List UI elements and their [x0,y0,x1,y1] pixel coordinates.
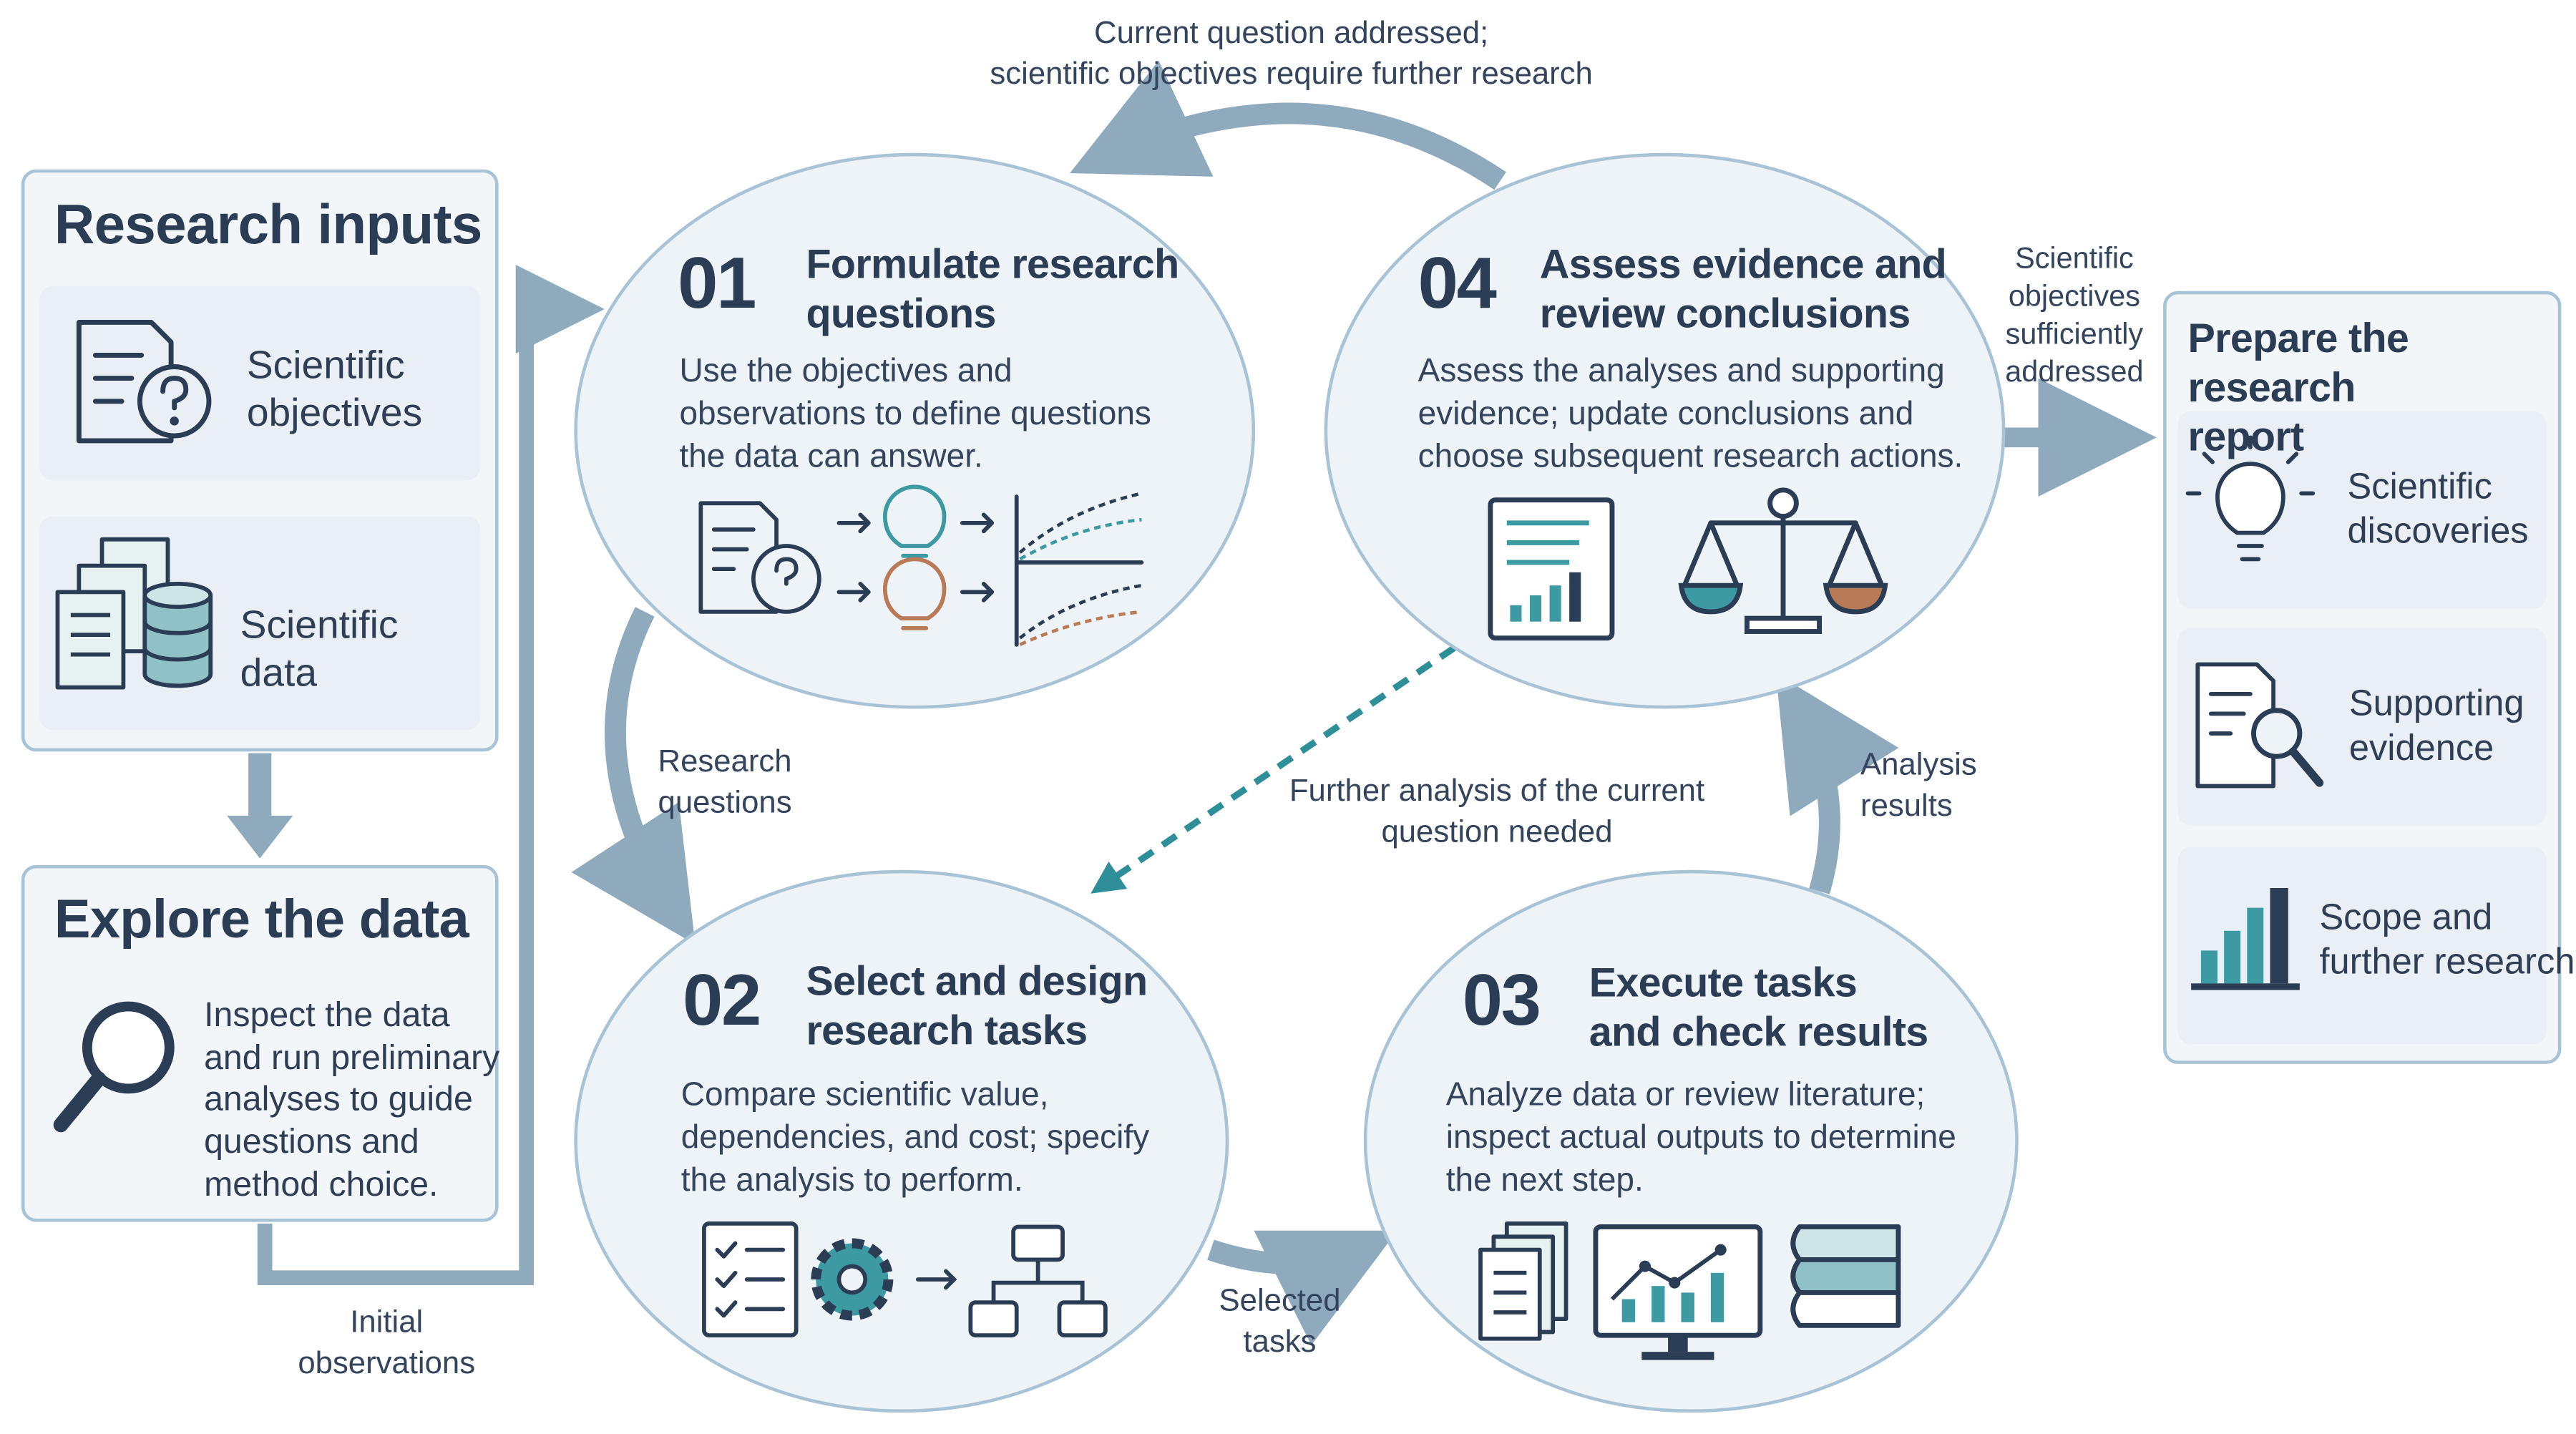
explore-panel [21,864,499,1222]
top-loop-label: Current question addressed; scientific o… [990,16,1593,92]
step-04-number: 04 [1418,243,1497,324]
top-loop-arrow [1070,60,1506,190]
initial-observations-label: Initial observations [298,1305,476,1382]
trend-lines-icon [1018,492,1142,646]
scope-label: Scope and further research [2319,896,2575,982]
gear-icon [811,1238,894,1321]
monitor-chart-icon [1593,1224,1763,1360]
bar-chart-icon [2191,888,2300,990]
documents-icon [1478,1221,1568,1341]
explore-description: Inspect the data and run preliminary ana… [204,996,500,1204]
evidence-label: Supporting evidence [2348,682,2524,769]
data-label: Scientific data [240,603,399,696]
document-question-icon [76,319,212,444]
step-04-description: Assess the analyses and supporting evide… [1418,353,1963,476]
workflow-icon [915,1224,1108,1338]
step-02-description: Compare scientific value, dependencies, … [680,1077,1150,1199]
explore-title: Explore the data [54,888,469,950]
selected-tasks-label: Selected tasks [1219,1284,1341,1360]
analysis-results-arrow [1775,673,1899,894]
step-02-number: 02 [683,960,761,1041]
sufficient-label: Scientific objectives sufficiently addre… [2005,241,2144,389]
research-questions-arrow [571,607,696,945]
step-03-number: 03 [1462,960,1541,1041]
step-01-title: Formulate research questions [806,241,1179,338]
magnifier-icon [53,1001,175,1133]
discoveries-label: Scientific discoveries [2347,465,2529,551]
report-card-discoveries [2177,411,2547,609]
question-flow-icon [698,494,1144,647]
report-title: Prepare the research report [2187,316,2409,461]
research-inputs-title: Research inputs [54,194,482,257]
documents-database-icon [55,537,213,690]
balance-scale-icon [1678,487,1888,634]
lightbulb-icon [882,484,947,558]
lightbulb-icon [882,557,947,630]
research-questions-label: Research questions [658,745,792,821]
analysis-results-label: Analysis results [1860,748,1977,824]
objectives-label: Scientific objectives [246,343,423,436]
step-03-description: Analyze data or review literature; inspe… [1445,1077,1956,1199]
step-01-description: Use the objectives and observations to d… [679,353,1151,476]
step-03-title: Execute tasks and check results [1589,960,1929,1056]
objectives-card [39,286,481,481]
lightbulb-icon [2185,435,2316,562]
selected-tasks-arrow [1207,1230,1397,1345]
step-04-title: Assess evidence and review conclusions [1539,241,1947,338]
checklist-icon [702,1221,799,1338]
down-arrow [227,753,293,859]
step-02-title: Select and design research tasks [806,958,1148,1055]
further-analysis-label: Further analysis of the current question… [1289,774,1705,851]
document-search-icon [2195,662,2324,789]
initial-observations-path [257,265,605,1286]
report-chart-icon [1488,497,1615,641]
books-icon [1790,1224,1901,1328]
further-analysis-arrow [1091,645,1456,894]
step-01-number: 01 [678,243,756,324]
step-01-ellipse [574,152,1256,709]
